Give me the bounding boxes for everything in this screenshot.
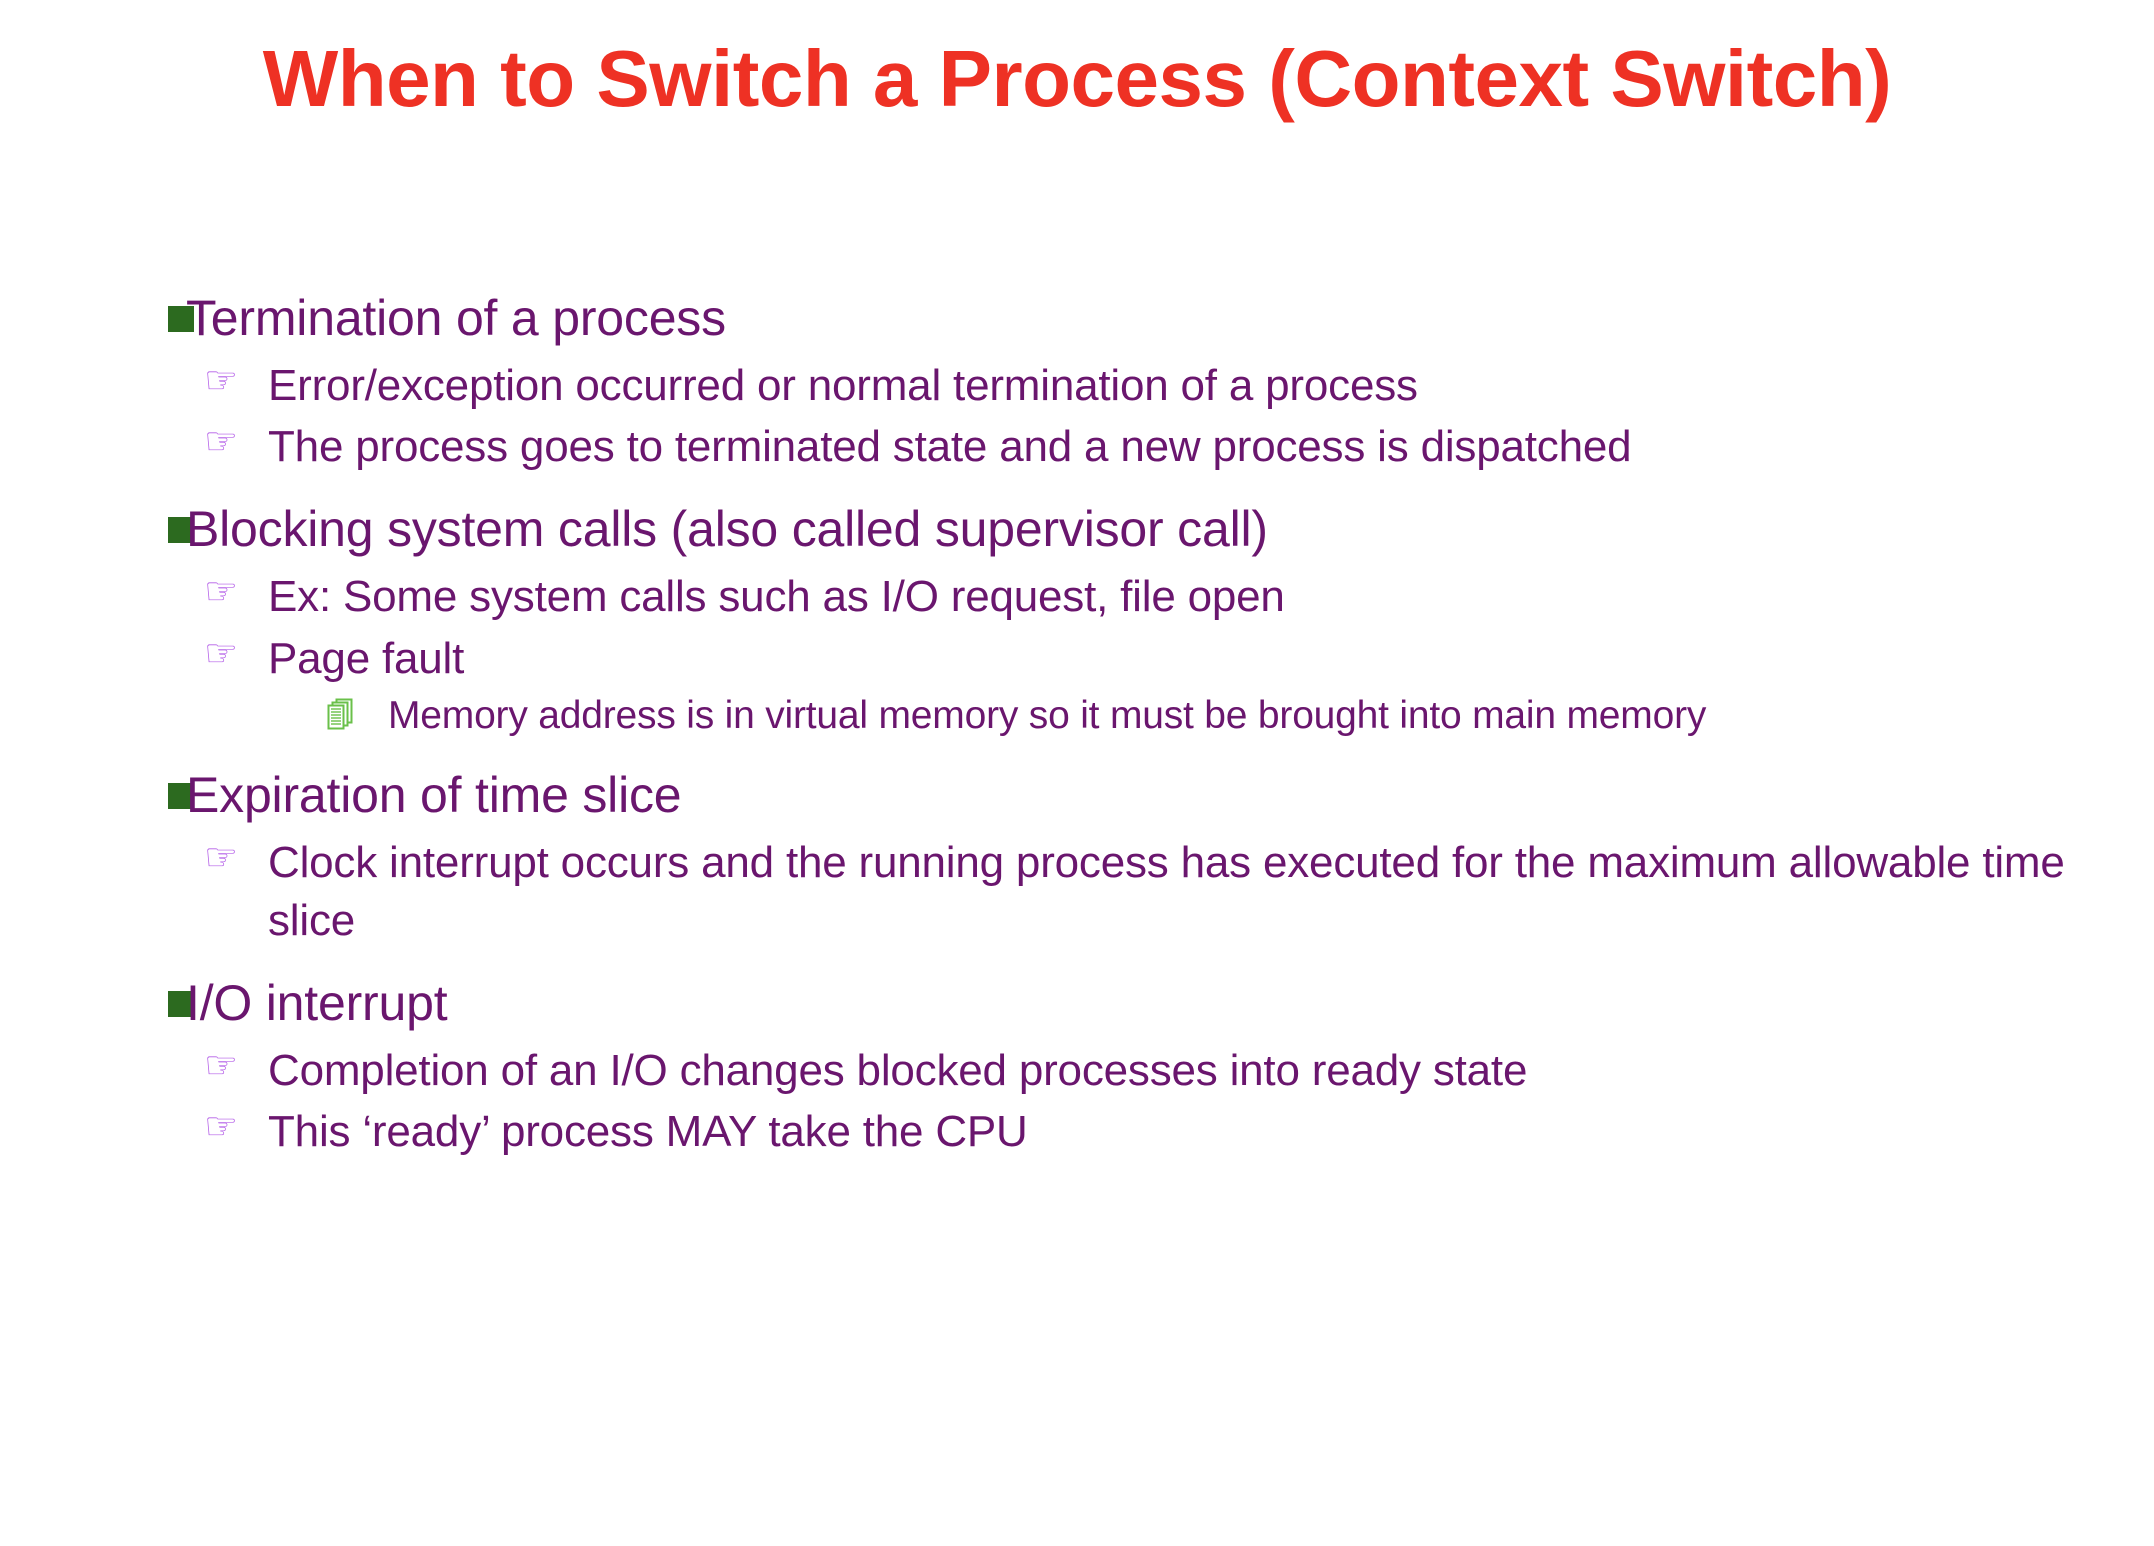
list-item-level1[interactable]: Blocking system calls (also called super… <box>120 497 2080 562</box>
list-item-level2[interactable]: ☞ Page fault <box>120 630 2080 687</box>
filled-square-bullet-icon <box>120 763 194 810</box>
page-title: When to Switch a Process (Context Switch… <box>262 34 1892 123</box>
list-item-label: I/O interrupt <box>186 974 448 1031</box>
pointing-hand-bullet-icon: ☞ <box>204 1106 239 1148</box>
list-item-level2[interactable]: ☞ Clock interrupt occurs and the running… <box>120 834 2080 948</box>
list-item-label: Completion of an I/O changes blocked pro… <box>268 1045 1528 1095</box>
list-item-level2[interactable]: ☞ Ex: Some system calls such as I/O requ… <box>120 568 2080 625</box>
list-item-level2[interactable]: ☞ This ‘ready’ process MAY take the CPU <box>120 1103 2080 1160</box>
list-item-level1[interactable]: I/O interrupt <box>120 971 2080 1036</box>
slide-body-outline: Termination of a process ☞ Error/excepti… <box>120 286 2080 1164</box>
list-item-level2[interactable]: ☞ Error/exception occurred or normal ter… <box>120 357 2080 414</box>
list-item-label: Page fault <box>268 633 465 683</box>
list-item-label: Clock interrupt occurs and the running p… <box>268 838 2065 945</box>
outline-group: Termination of a process ☞ Error/excepti… <box>120 286 2080 475</box>
pointing-hand-bullet-icon: ☞ <box>204 571 239 614</box>
list-item-label: Expiration of time slice <box>186 767 682 824</box>
list-item-level2[interactable]: ☞ Completion of an I/O changes blocked p… <box>120 1042 2080 1099</box>
list-item-label: The process goes to terminated state and… <box>268 422 1632 472</box>
list-item-level1[interactable]: Termination of a process <box>120 286 2080 351</box>
outline-group: I/O interrupt ☞ Completion of an I/O cha… <box>120 971 2080 1160</box>
list-item-label: Error/exception occurred or normal termi… <box>268 361 1418 410</box>
outline-group: Blocking system calls (also called super… <box>120 497 2080 741</box>
pointing-hand-bullet-icon: ☞ <box>204 837 239 880</box>
stacked-pages-bullet-icon <box>120 691 388 741</box>
pointing-hand-bullet-icon: ☞ <box>204 1044 239 1087</box>
filled-square-bullet-icon <box>120 286 194 332</box>
pointing-hand-bullet-icon: ☞ <box>204 632 239 675</box>
list-item-level2[interactable]: ☞ The process goes to terminated state a… <box>120 418 2080 475</box>
list-item-label: This ‘ready’ process MAY take the CPU <box>268 1107 1028 1156</box>
filled-square-bullet-icon <box>120 971 194 1017</box>
list-item-label: Blocking system calls (also called super… <box>186 501 1268 558</box>
list-item-label: Termination of a process <box>186 290 726 346</box>
list-item-level1[interactable]: Expiration of time slice <box>120 763 2080 828</box>
pointing-hand-bullet-icon: ☞ <box>204 421 239 464</box>
pointing-hand-bullet-icon: ☞ <box>204 360 239 402</box>
filled-square-bullet-icon <box>120 497 194 544</box>
list-item-label: Memory address is in virtual memory so i… <box>388 693 1707 737</box>
list-item-level3[interactable]: Memory address is in virtual memory so i… <box>120 691 2080 742</box>
list-item-label: Ex: Some system calls such as I/O reques… <box>268 572 1285 622</box>
outline-group: Expiration of time slice ☞ Clock interru… <box>120 763 2080 948</box>
